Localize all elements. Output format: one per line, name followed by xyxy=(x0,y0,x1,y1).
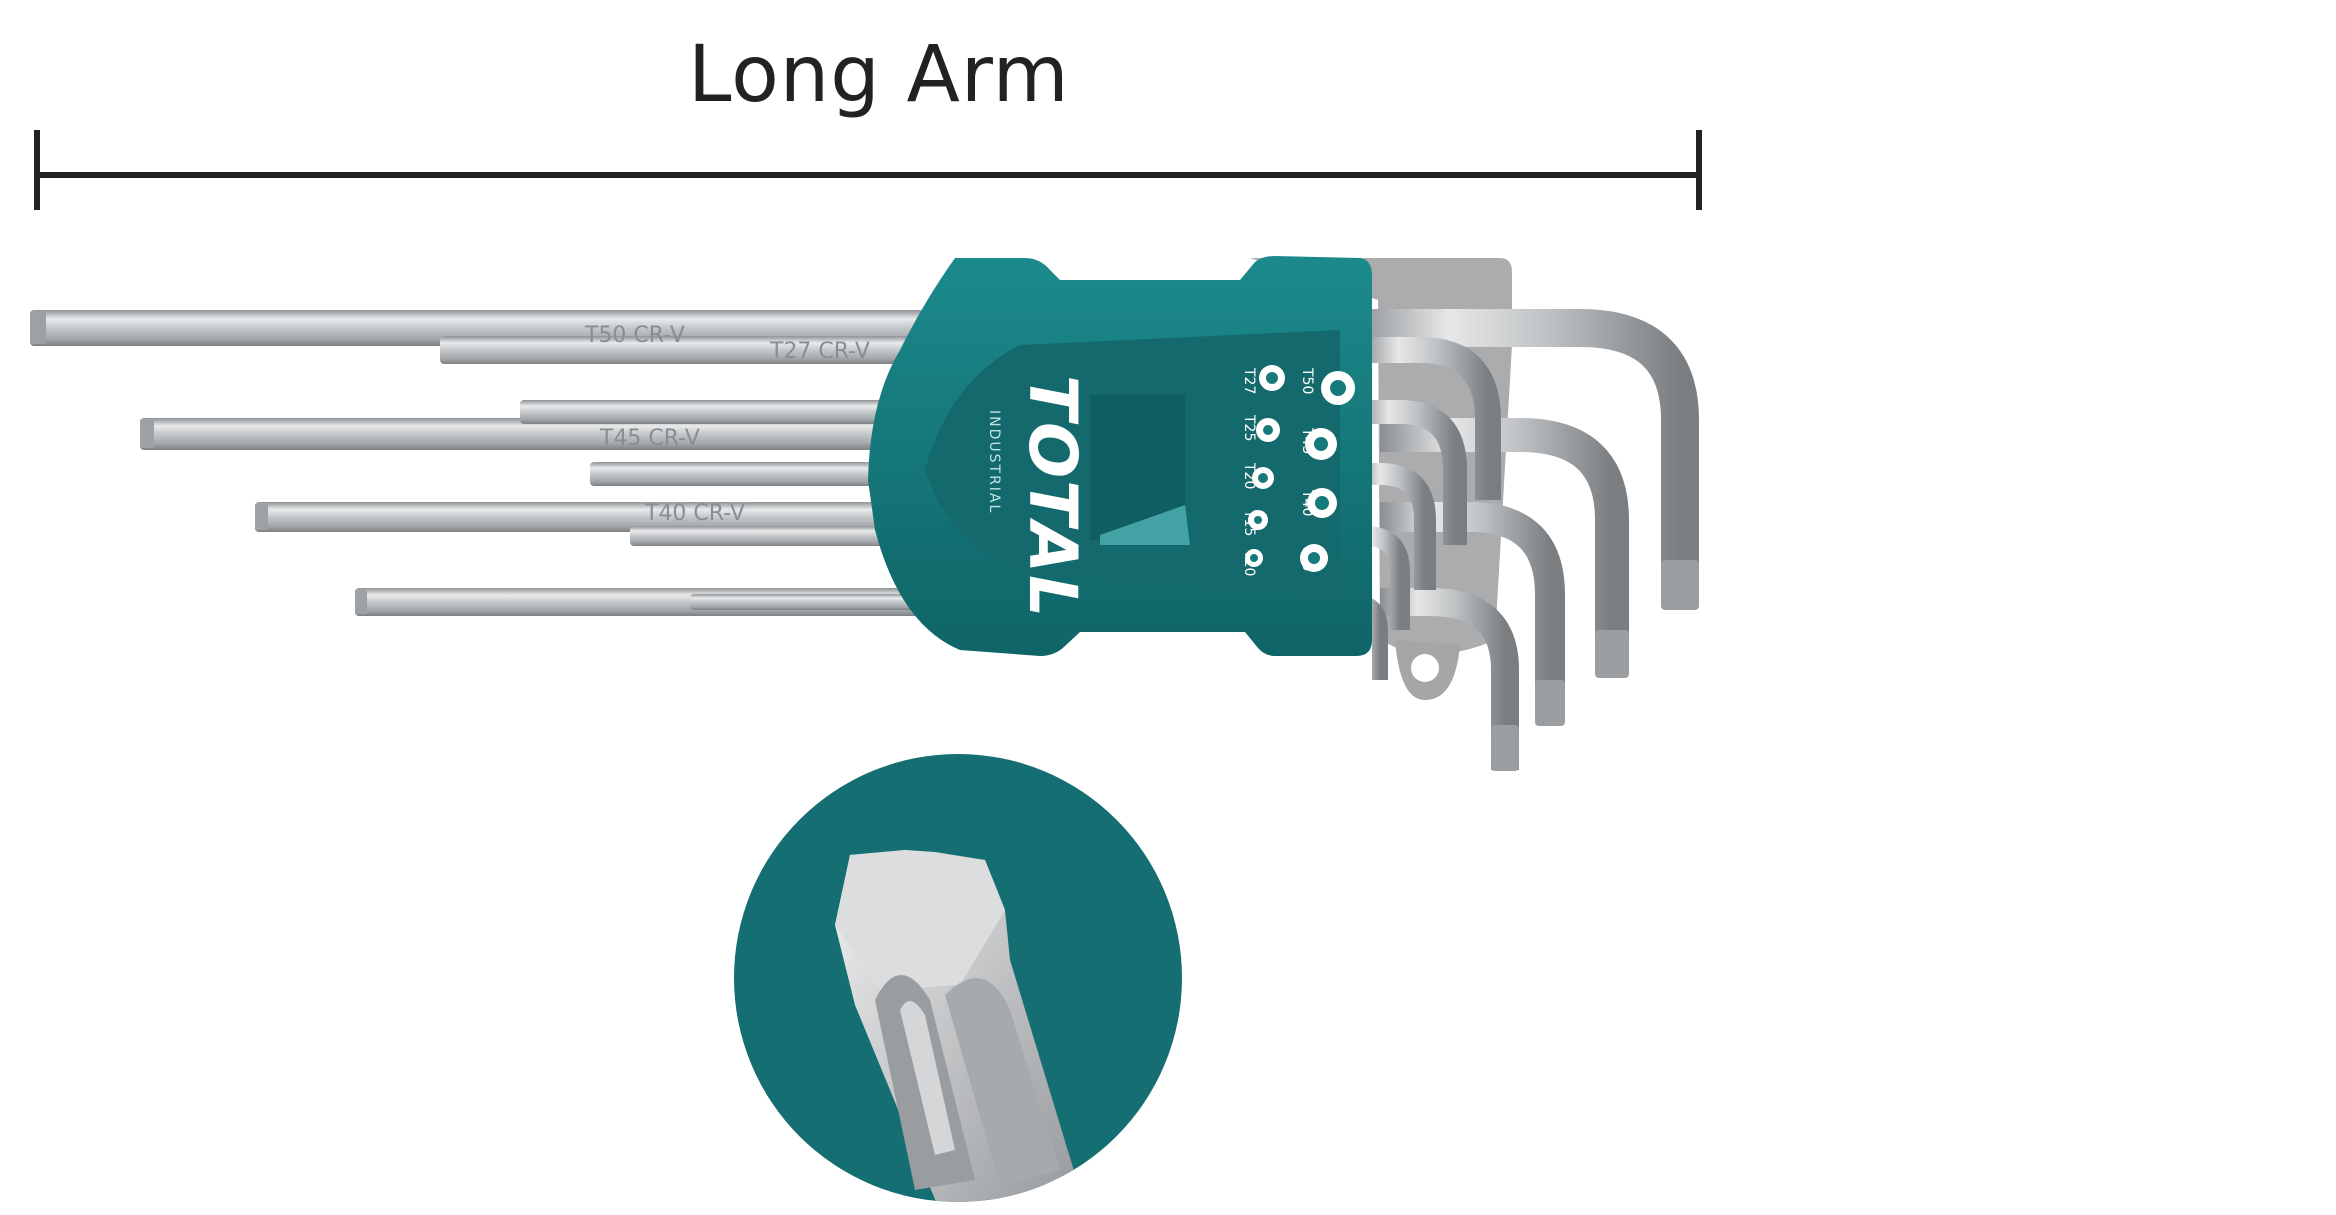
short-arms xyxy=(1350,309,1699,770)
size-label-t27: T27 xyxy=(1241,367,1257,394)
size-label-t25: T25 xyxy=(1241,414,1257,441)
holder-window xyxy=(1090,395,1185,540)
dimension-line-right-tick xyxy=(1696,130,1702,210)
size-chart: T50 T45 T40 T30 T27 T25 T20 T15 T10 xyxy=(1241,365,1355,576)
shaft-marking-t27: T27 CR-V xyxy=(769,339,870,364)
brand-tagline: INDUSTRIAL xyxy=(986,410,1002,514)
shaft-marking-t50: T50 CR-V xyxy=(584,323,685,348)
size-label-t50: T50 xyxy=(1299,367,1315,394)
shaft-marking-t45: T45 CR-V xyxy=(599,426,700,451)
holder-highlight xyxy=(1100,505,1190,545)
short-arm-t30 xyxy=(1380,588,1519,770)
short-arm-t50 xyxy=(1350,309,1699,600)
short-arm-t40 xyxy=(1380,502,1565,720)
torx-star-icon-centers xyxy=(1250,372,1346,564)
dimension-line-bar xyxy=(34,172,1702,178)
dimension-line-left-tick xyxy=(34,130,40,210)
long-shaft-t45 xyxy=(140,418,1000,450)
long-shaft-t27 xyxy=(440,336,1000,364)
short-arm-t25 xyxy=(1360,400,1467,545)
long-arm-caption: Long Arm xyxy=(688,30,1070,120)
holder-hang-hole xyxy=(1411,654,1439,682)
short-arm-t20 xyxy=(1360,463,1436,590)
brand-logo-text: TOTAL xyxy=(1014,375,1091,619)
long-arm-dimension-line xyxy=(34,130,1702,210)
long-shaft-t40 xyxy=(255,502,995,532)
short-arm-t45 xyxy=(1380,418,1629,670)
short-arm-t27 xyxy=(1360,337,1501,500)
tip-detail-closeup xyxy=(835,850,1095,1202)
short-arm-tips xyxy=(1491,560,1699,771)
shaft-marking-t40: T40 CR-V xyxy=(644,501,745,526)
